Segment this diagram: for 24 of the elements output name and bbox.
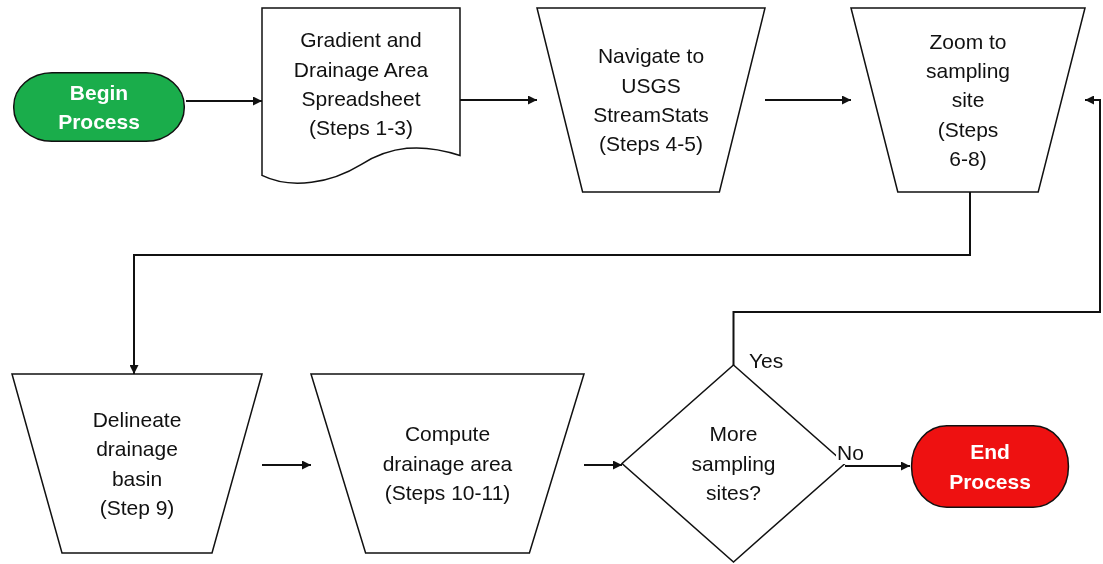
arrow: [261, 460, 312, 470]
step-reference: (Steps 4-5): [599, 131, 703, 158]
step-reference: (Steps 10-11): [384, 480, 511, 507]
step-reference: (Step 9): [99, 494, 175, 521]
manual-operation-shape: [537, 8, 765, 192]
arrow: [583, 460, 623, 470]
arrow: [129, 191, 971, 375]
node-label: Compute drainage area: [381, 421, 514, 477]
node-label: End Process: [948, 439, 1032, 495]
manual-operation-shape: [12, 374, 262, 553]
node-label: Begin Process: [57, 79, 141, 135]
node-label: Navigate to USGS StreamStats: [592, 43, 710, 128]
arrow: [844, 461, 911, 471]
node-label: Delineate drainage basin: [91, 406, 183, 492]
arrow: [764, 95, 852, 105]
step-reference: (Steps 1-3): [309, 115, 413, 142]
manual-operation-shape: [311, 374, 584, 553]
node-label: Zoom to sampling site: [926, 28, 1010, 114]
node-label: Gradient and Drainage Area Spreadsheet: [292, 27, 430, 112]
arrow: [732, 95, 1101, 366]
step-reference: (Steps 6-8): [936, 116, 1000, 173]
node-label: More sampling sites?: [690, 421, 777, 507]
arrow: [185, 96, 263, 106]
manual-operation-shape: [851, 8, 1085, 192]
